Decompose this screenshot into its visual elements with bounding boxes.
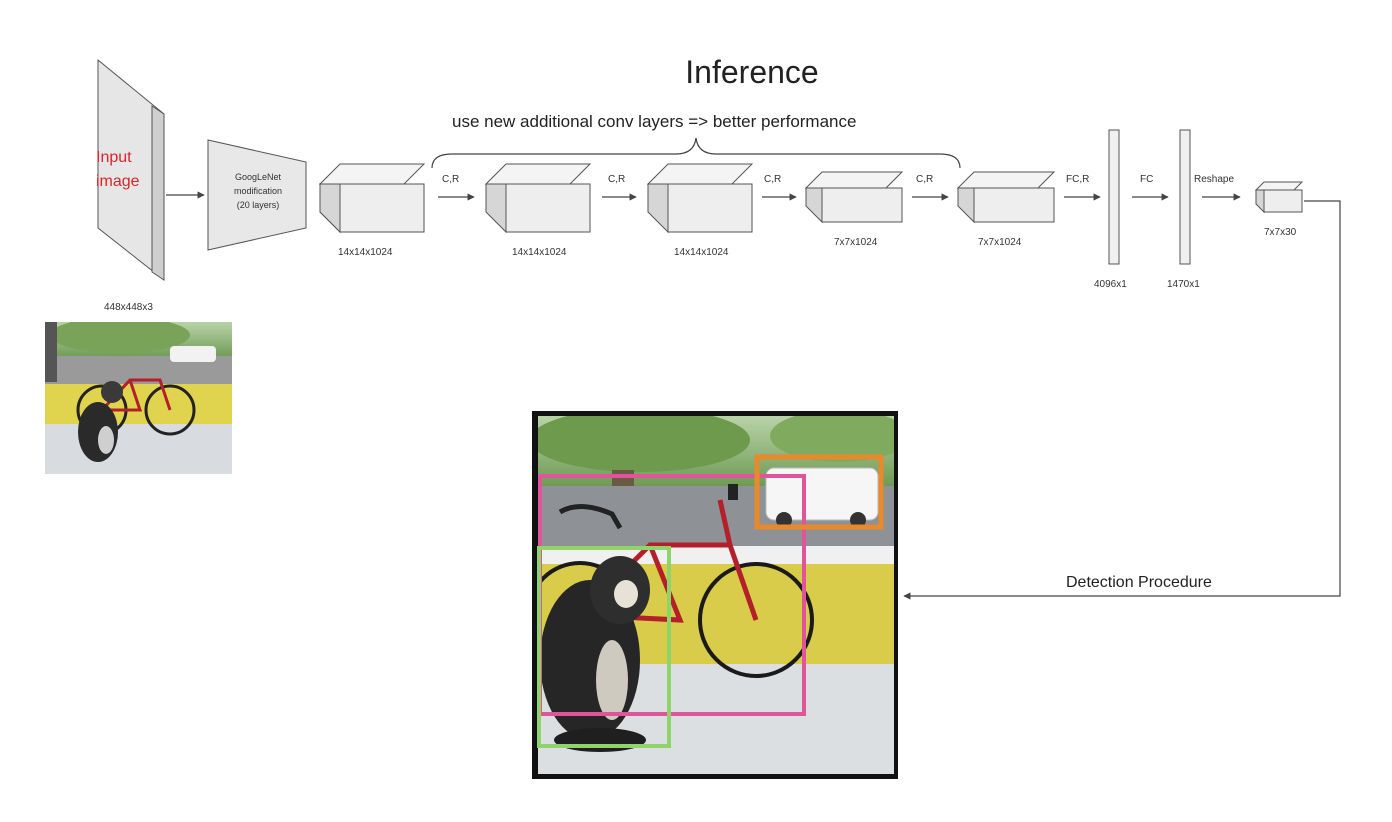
conv-block-1: [318, 163, 426, 234]
op-label-reshape: Reshape: [1194, 174, 1235, 185]
input-dims-label: 448x448x3: [104, 302, 153, 313]
googlenet-line1: GoogLeNet: [234, 172, 282, 182]
output-dims: 7x7x30: [1264, 227, 1297, 238]
block-3-dims: 14x14x1024: [674, 247, 729, 258]
block-2-dims: 14x14x1024: [512, 247, 567, 258]
googlenet-label: GoogLeNet modification (20 layers): [210, 170, 306, 212]
block-5-dims: 7x7x1024: [978, 237, 1022, 248]
op-label-fc: FC: [1140, 174, 1154, 185]
op-label-cr-1: C,R: [442, 174, 460, 185]
input-label-line2: image: [96, 173, 140, 190]
conv-block-2: [484, 163, 592, 234]
input-image-slab: [97, 58, 165, 282]
bbox-car: [754, 454, 884, 530]
googlenet-line3: (20 layers): [236, 200, 280, 210]
op-label-cr-3: C,R: [764, 174, 782, 185]
op-label-cr-4: C,R: [916, 174, 934, 185]
dog-bicycle-detection-photo: [538, 416, 894, 774]
detection-procedure-label: Detection Procedure: [1066, 574, 1212, 591]
conv-block-5: [956, 171, 1056, 224]
block-1-dims: 14x14x1024: [338, 247, 393, 258]
bbox-dog: [537, 546, 671, 748]
output-tensor-box: [1254, 181, 1304, 214]
googlenet-line2: modification: [233, 186, 283, 196]
diagram-title: Inference: [685, 54, 819, 90]
input-image-label: Input image: [96, 146, 140, 194]
dog-bicycle-photo-thumbnail: [45, 322, 232, 474]
fc2-dims: 1470x1: [1167, 279, 1200, 290]
additional-layers-brace: [431, 137, 961, 169]
op-label-cr-2: C,R: [608, 174, 626, 185]
conv-block-3: [646, 163, 754, 234]
fc-layer-4096: [1108, 129, 1120, 265]
block-4-dims: 7x7x1024: [834, 237, 878, 248]
detection-connector: [903, 200, 1341, 600]
diagram-subtitle: use new additional conv layers => better…: [452, 112, 857, 131]
conv-block-4: [804, 171, 904, 224]
fc1-dims: 4096x1: [1094, 279, 1127, 290]
googlenet-trapezoid: [207, 139, 307, 251]
fc-layer-1470: [1179, 129, 1191, 265]
op-label-fc-r: FC,R: [1066, 174, 1090, 185]
input-label-line1: Input: [96, 149, 132, 166]
